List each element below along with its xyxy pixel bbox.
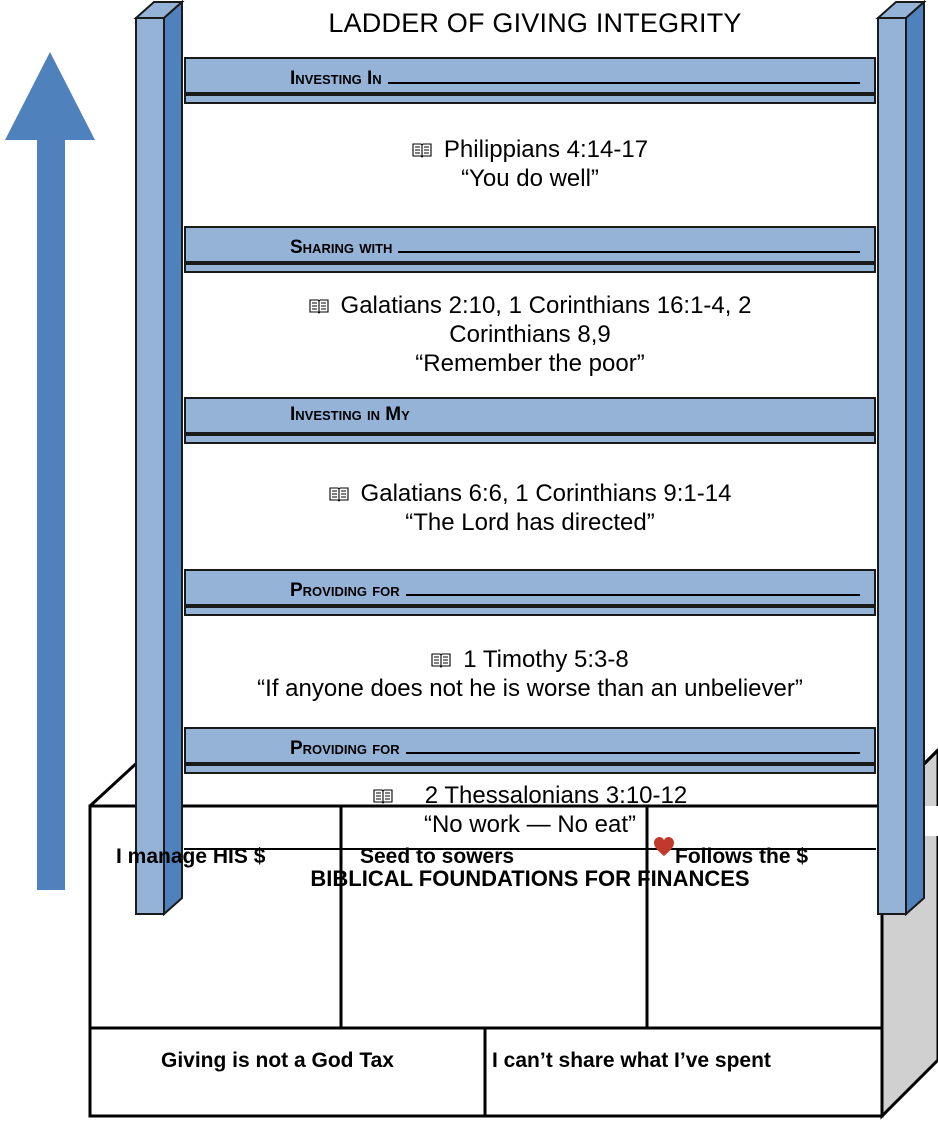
scripture-panel: Galatians 2:10, 1 Corinthians 16:1-4, 2 … [184,291,876,378]
scripture-quote: “The Lord has directed” [405,509,655,536]
foundation-cell: Seed to sowers [360,845,515,868]
scripture-reference: 1 Timothy 5:3-8 [463,646,629,673]
rung-providing-for: Providing for [184,569,876,606]
scripture-quote: “You do well” [461,165,599,192]
open-book-icon [328,487,349,502]
scripture-panel: 1 Timothy 5:3-8 “If anyone does not he i… [184,645,876,703]
rung-bottom-bar [184,434,876,444]
heart-icon [654,837,674,856]
rung-bottom-bar [184,94,876,104]
left-rail [133,0,185,917]
scripture-panel: 2 Thessalonians 3:10-12 “No work — No ea… [184,781,876,839]
rung-sharing-with: Sharing with [184,226,876,263]
fill-in-blank [387,64,860,84]
page-title: LADDER OF GIVING INTEGRITY [328,8,742,38]
rung-label: Providing for [290,580,400,601]
up-arrow-icon [5,52,95,890]
rung-bottom-bar [184,764,876,774]
rung-bottom-bar [184,606,876,616]
foundation-heading: BIBLICAL FOUNDATIONS FOR FINANCES [184,848,876,904]
rung-label: Investing In [290,68,382,89]
fill-in-blank [398,233,860,253]
rung-label: Investing in My [290,404,410,425]
fill-in-blank [405,734,860,754]
scripture-reference: Galatians 2:10, 1 Corinthians 16:1-4, 2 [340,292,752,319]
scripture-reference: 2 Thessalonians 3:10-12 [424,782,688,809]
open-book-icon [308,299,329,314]
scripture-quote: “If anyone does not he is worse than an … [257,675,803,702]
rung-label: Providing for [290,738,400,759]
right-rail [875,0,927,917]
scripture-panel: Galatians 6:6, 1 Corinthians 9:1-14 “The… [184,479,876,537]
scripture-reference: Philippians 4:14-17 [443,136,649,163]
scripture-reference: Galatians 6:6, 1 Corinthians 9:1-14 [360,480,732,507]
scripture-quote: “Remember the poor” [415,350,645,377]
open-book-icon [412,143,432,158]
scripture-quote: “No work — No eat” [423,811,637,838]
open-book-icon [431,653,451,668]
scripture-panel: Philippians 4:14-17 “You do well” [184,135,876,193]
open-book-icon [373,789,393,804]
scripture-reference-cont: Corinthians 8,9 [449,321,611,348]
rung-investing-in: Investing In [184,57,876,94]
fill-in-blank [405,576,860,596]
foundation-cell: Follows the $ [675,845,809,868]
rung-providing-for: Providing for [184,727,876,764]
rung-bottom-bar [184,263,876,273]
rung-investing-in-my: Investing in My [184,397,876,434]
foundation-cell: Giving is not a God Tax [161,1049,394,1072]
foundation-cell: I manage HIS $ [116,845,266,868]
foundation-cell: I can’t share what I’ve spent [492,1049,771,1072]
rung-label: Sharing with [290,237,393,258]
